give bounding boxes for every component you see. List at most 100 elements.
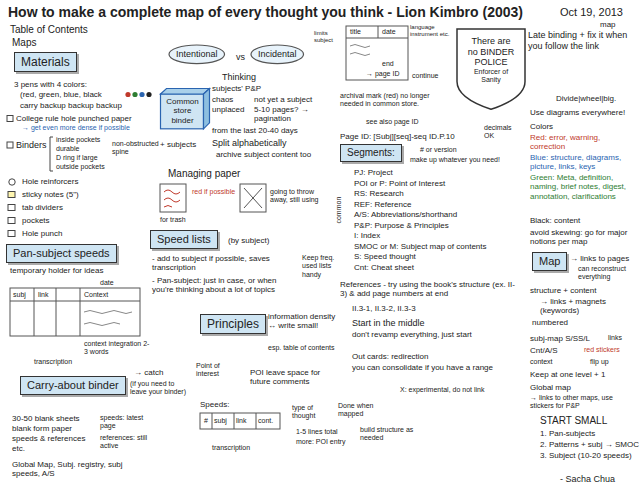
punch-icon bbox=[8, 231, 15, 237]
node-heading: Speed lists bbox=[157, 233, 211, 246]
tab-icon bbox=[8, 205, 15, 211]
shield-shape bbox=[457, 29, 525, 109]
row-rule bbox=[234, 413, 235, 429]
note-text: POI leave space for future comments bbox=[250, 368, 334, 387]
node-heading: Map bbox=[539, 255, 560, 268]
node-heading: There are no BINDER POLICE bbox=[466, 36, 516, 68]
node-heading: Common store binder bbox=[164, 97, 201, 125]
note-text: Start in the middle bbox=[352, 318, 425, 329]
note-text: II.3-1, II.3-2, II.3-3 bbox=[352, 304, 416, 313]
note-text: Colors bbox=[530, 122, 553, 131]
note-text: don't revamp everything, just start bbox=[352, 330, 492, 339]
note-text: red stickers bbox=[584, 346, 620, 354]
note-text: S: Speed thought bbox=[354, 252, 416, 261]
note-text: Managing paper bbox=[168, 168, 240, 180]
note-text: map bbox=[600, 20, 616, 29]
note-text: can reconstruct everything bbox=[578, 265, 636, 282]
note-text: College rule hole punched paper bbox=[16, 114, 132, 123]
node-heading: Segments: bbox=[347, 147, 395, 159]
note-text: vs bbox=[236, 52, 245, 63]
note-text: → links to pages bbox=[570, 254, 629, 263]
row-rule bbox=[212, 413, 213, 429]
cube-side bbox=[204, 89, 210, 129]
note-text: Global map bbox=[530, 383, 571, 392]
heading-box: Materials bbox=[14, 52, 77, 72]
note-text: → page ID bbox=[366, 70, 399, 78]
node-heading: Principles bbox=[207, 317, 259, 331]
note-text: 3 pens with 4 colors: bbox=[14, 80, 87, 89]
speed-row bbox=[200, 413, 280, 429]
note-text: Maps bbox=[12, 37, 36, 49]
page-rule bbox=[378, 26, 379, 38]
node-note: Enforcer of Sanity bbox=[466, 68, 516, 85]
note-text: pockets bbox=[22, 216, 50, 225]
note-text: information density ↔ write small! bbox=[268, 312, 336, 331]
note-text: (if you need to leave your binder) bbox=[130, 380, 190, 397]
note-text: Split alphabetically bbox=[212, 138, 287, 149]
scribble bbox=[84, 311, 132, 314]
page-frame bbox=[346, 26, 408, 80]
note-text: avoid skewing: go for major notions per … bbox=[530, 228, 636, 247]
note-text: numbered bbox=[532, 318, 568, 327]
note-text: unplaced bbox=[212, 105, 244, 114]
heading-box: Carry-about binder bbox=[20, 376, 126, 395]
note-text: D ring if large bbox=[56, 154, 98, 162]
note-text: Page ID: [Subj][seq]-seq ID.P.10 bbox=[340, 132, 455, 141]
cloud-shape bbox=[169, 45, 225, 64]
note-text: Context bbox=[84, 291, 108, 299]
note-text: speeds: latest page bbox=[100, 414, 158, 431]
note-text: link bbox=[38, 291, 49, 299]
green-dot bbox=[132, 92, 137, 97]
note-text: - add to subject if possible, saves tran… bbox=[152, 254, 298, 273]
note-text: subj-map S/SS/L bbox=[530, 334, 590, 343]
heading-box: Map bbox=[532, 252, 567, 271]
note-text: (by subject) bbox=[228, 236, 269, 245]
table-rule bbox=[10, 301, 140, 302]
note-text: 2. Patterns + subj → SMOC bbox=[540, 440, 639, 449]
note-text: outside pockets bbox=[56, 163, 105, 171]
node-heading: Materials bbox=[21, 55, 70, 69]
note-text: Global Map, Subj. registry, subj speeds,… bbox=[12, 460, 152, 479]
black-dot bbox=[146, 92, 151, 97]
note-text: PJ: Project bbox=[354, 168, 393, 177]
note-text: references: still active bbox=[100, 434, 158, 451]
page-mockup bbox=[346, 26, 408, 80]
note-text: Point of interest bbox=[196, 362, 240, 379]
heading-box: Principles bbox=[200, 314, 266, 334]
paper-icon bbox=[7, 116, 13, 122]
note-text: 1. Pan-subjects bbox=[540, 429, 595, 438]
note-text: temporary holder for ideas bbox=[10, 266, 103, 275]
sticky-icon bbox=[8, 192, 15, 198]
note-text: Oct 19, 2013 bbox=[560, 6, 623, 19]
note-text: type of thought bbox=[292, 404, 332, 421]
note-text: subj bbox=[214, 417, 227, 425]
note-text: Red: error, warning, correction bbox=[530, 133, 636, 152]
note-text: build structure as needed bbox=[360, 426, 416, 443]
note-text: # or version bbox=[420, 146, 457, 154]
scribble bbox=[84, 323, 120, 326]
note-text: → get even more dense if possible bbox=[22, 124, 130, 132]
note-text: Out cards: redirection bbox=[352, 352, 428, 361]
note-text: 5-10 pages? → pagination bbox=[254, 105, 334, 124]
note-text: see also page ID bbox=[366, 118, 419, 126]
thought-cloud: Incidental bbox=[250, 44, 305, 65]
note-text: subj bbox=[13, 291, 26, 299]
node-heading: Incidental bbox=[258, 49, 297, 60]
note-text: → links to other maps, use stickers for … bbox=[530, 394, 636, 411]
pen-dots bbox=[125, 92, 151, 97]
paper-sheet bbox=[160, 184, 186, 212]
note-text: title bbox=[350, 28, 361, 36]
red-dot bbox=[125, 92, 130, 97]
note-text: not yet a subject bbox=[254, 95, 312, 104]
note-text: from the last 20-40 days bbox=[212, 126, 298, 135]
note-text: inside pockets bbox=[56, 136, 100, 144]
note-text: durable bbox=[56, 145, 79, 153]
note-text: Keep at one level + 1 bbox=[530, 370, 605, 379]
police-badge: There are no BINDER POLICEEnforcer of Sa… bbox=[456, 28, 526, 110]
note-text: common bbox=[335, 197, 343, 224]
note-text: language instrument etc. bbox=[410, 24, 454, 38]
cross-mark bbox=[244, 188, 262, 208]
note-text: (red, green, blue, black bbox=[20, 90, 102, 99]
row-rule bbox=[256, 413, 257, 429]
note-text: P&P: Purpose & Principles bbox=[354, 221, 449, 230]
